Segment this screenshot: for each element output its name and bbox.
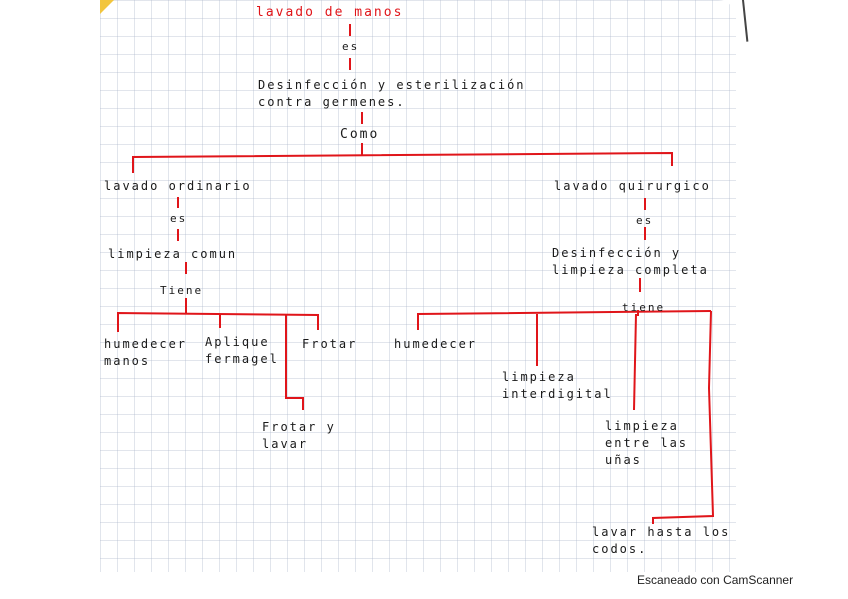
connector-frotar-lavar	[285, 315, 304, 410]
paper-corner-tab	[100, 0, 114, 14]
map-title: lavado de manos	[256, 5, 404, 20]
quirurgico-step-codos: lavar hasta los codos.	[592, 525, 731, 556]
branch-quirurgico-title: lavado quirurgico	[554, 179, 711, 193]
branch-ordinario-link-tiene: Tiene	[160, 284, 204, 297]
branch-quirurgico-link-tiene: tiene	[622, 301, 666, 314]
branch-ordinario-definition: limpieza comun	[108, 247, 238, 261]
quirurgico-step-humedecer: humedecer	[394, 337, 478, 351]
connector-left-split	[117, 311, 319, 332]
link-como: Como	[340, 127, 380, 142]
quirurgico-step-unas: limpieza entre las uñas	[605, 419, 689, 467]
connector-unas	[633, 313, 637, 411]
ordinario-step-aplique: Aplique fermagel	[205, 335, 279, 366]
quirurgico-step-interdigital: limpieza interdigital	[502, 370, 613, 401]
connector-right-split	[417, 310, 712, 330]
branch-ordinario-link-es: es	[170, 212, 188, 225]
branch-quirurgico-link-es: es	[636, 214, 654, 227]
connector-main-split	[132, 151, 673, 173]
ordinario-step-frotar-lavar: Frotar y lavar	[262, 420, 336, 451]
ordinario-step-frotar: Frotar	[302, 337, 358, 351]
branch-quirurgico-definition: Desinfección y limpieza completa	[552, 246, 709, 277]
grid-paper	[100, 0, 736, 572]
scanner-watermark: Escaneado con CamScanner	[637, 573, 794, 587]
link-es-root: es	[342, 40, 360, 53]
ordinario-step-humedecer: humedecer manos	[104, 337, 188, 368]
connector-codos	[652, 310, 715, 524]
branch-ordinario-title: lavado ordinario	[104, 179, 252, 193]
root-definition: Desinfección y esterilización contra ger…	[258, 78, 526, 109]
